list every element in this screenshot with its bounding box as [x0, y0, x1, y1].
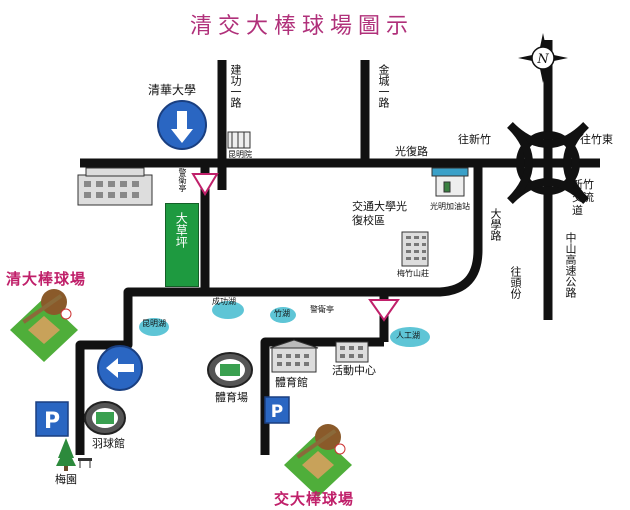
gas-station-icon — [431, 167, 469, 197]
jiangong-road-label: 建功一路 — [229, 64, 242, 108]
zhuhu-lake-icon — [270, 307, 296, 323]
great-lawn-board: 大草坪 — [165, 203, 199, 287]
guard-label-2: 警衛亭 — [310, 305, 334, 314]
page-title: 清交大棒球場圖示 — [190, 14, 415, 39]
tsinghua-label: 清華大學 — [148, 83, 197, 97]
roads — [75, 40, 600, 455]
guangfu-road-label: 光復路 — [395, 145, 428, 158]
tsinghua-field-title: 清大棒球場 — [6, 270, 87, 288]
baseball-field-icon-1 — [10, 289, 78, 362]
chiaotung-field-title: 交大棒球場 — [274, 490, 355, 508]
svg-text:P: P — [44, 409, 60, 434]
meizhu-label: 梅竹山莊 — [397, 269, 429, 278]
parking-sign-icon: P — [35, 401, 69, 437]
chengong-lake-label: 成功湖 — [212, 297, 236, 306]
gas-station-label: 光明加油站 — [430, 202, 470, 211]
interchange-label: 新竹交流道 — [572, 178, 594, 218]
gym-field-label: 體育場 — [215, 391, 248, 404]
meizhu-building-icon — [401, 231, 429, 267]
tree-icon — [56, 438, 92, 471]
svg-text:P: P — [271, 402, 283, 422]
chiaotung-label: 交通大學光復校區 — [352, 200, 407, 228]
guard-triangle-2 — [368, 299, 400, 322]
parking-sign-icon-2: P — [264, 396, 290, 424]
badminton-label: 羽球館 — [92, 437, 125, 450]
campus-road-west — [75, 287, 205, 455]
down-arrow-sign-icon — [157, 100, 207, 150]
badminton-hall-icon — [84, 401, 126, 435]
expressway-label: 中山高速公路 — [564, 232, 577, 298]
zhaoming-lake-icon — [139, 318, 169, 336]
interchange — [507, 122, 589, 204]
stadium-icon — [207, 352, 253, 388]
plum-garden-label: 梅園 — [55, 473, 77, 486]
kunmingyuan-label: 昆明院 — [228, 150, 252, 159]
zhaoming-lake-label: 昆明湖 — [142, 319, 166, 328]
gym-label: 體育館 — [275, 376, 308, 389]
jincheng-road-label: 金城一路 — [377, 64, 390, 108]
left-arrow-sign-icon — [97, 345, 143, 391]
daxue-road-label: 大學路 — [489, 208, 502, 241]
zhutou-road-label: 往頭份 — [509, 266, 522, 299]
artificial-lake-label: 人工湖 — [396, 331, 420, 340]
to-xinzhu-label: 往新竹 — [458, 133, 491, 146]
compass-letter: N — [536, 52, 549, 67]
activity-center-icon — [335, 341, 369, 363]
compass-icon: N — [518, 33, 568, 83]
zhuhu-label: 竹湖 — [274, 309, 290, 318]
baseball-field-icon-2 — [284, 424, 352, 497]
chengong-lake-icon — [212, 301, 244, 319]
guard-triangle-1 — [191, 173, 219, 196]
activity-center-label: 活動中心 — [332, 364, 376, 377]
building-west-icon — [77, 167, 153, 206]
artificial-lake-icon — [390, 327, 430, 347]
to-zhudong-label: 往竹東 — [580, 133, 613, 146]
daxue-road — [379, 165, 483, 342]
kunmingyuan-icon — [227, 131, 251, 149]
gym-building-icon — [269, 339, 319, 373]
guard-label-1: 警衛亭 — [178, 168, 187, 192]
